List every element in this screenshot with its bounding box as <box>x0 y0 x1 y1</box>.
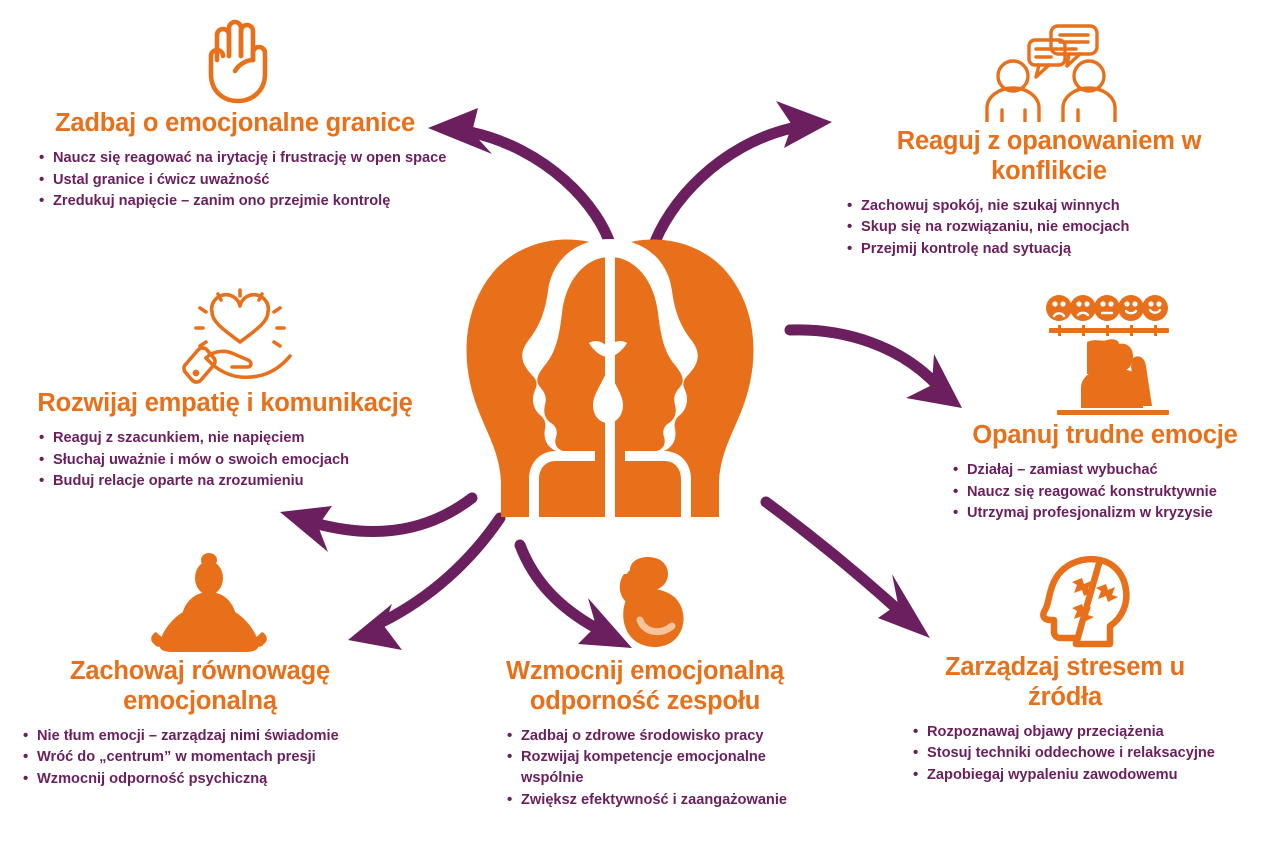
bullet: Stosuj techniki oddechowe i relaksacyjne <box>910 742 1240 764</box>
bullet: Zwiększ efektywność i zaangażowanie <box>504 789 810 811</box>
section-title: Wzmocnij emocjonalną odporność zespołu <box>506 657 784 715</box>
meditating-person-icon <box>151 553 267 652</box>
section-bullets: Reaguj z szacunkiem, nie napięciem Słuch… <box>36 427 450 492</box>
section-title: Zachowaj równowagę emocjonalną <box>70 657 330 715</box>
bullet: Rozwijaj kompetencje emocjonalne wspólni… <box>504 746 810 788</box>
two-people-speech-bubbles-icon <box>985 24 1117 124</box>
bullet: Zadbaj o zdrowe środowisko pracy <box>504 725 810 747</box>
section-bullets: Naucz się reagować na irytację i frustra… <box>36 147 470 212</box>
bullet: Rozpoznawaj objawy przeciążenia <box>910 721 1240 743</box>
section-title: Rozwijaj empatię i komunikację <box>37 389 413 417</box>
emotion-scale-person-icon <box>1046 295 1169 415</box>
section-icon-wrap <box>0 12 470 109</box>
section-title: Reaguj z opanowaniem w konflikcie <box>896 127 1202 185</box>
section-konflikt: Reaguj z opanowaniem w konflikcie Zachow… <box>818 18 1280 261</box>
bullet: Reaguj z szacunkiem, nie napięciem <box>36 427 450 449</box>
bullet: Nie tłum emocji – zarządzaj nimi świadom… <box>20 725 400 747</box>
section-icon-wrap <box>0 552 400 657</box>
section-icon-wrap <box>818 18 1280 127</box>
head-puzzle-icon <box>1040 555 1130 648</box>
bullet: Wróć do „centrum” w momentach presji <box>20 746 400 768</box>
bullet: Przejmij kontrolę nad sytuacją <box>844 238 1280 260</box>
section-bullets: Zachowuj spokój, nie szukaj winnych Skup… <box>844 195 1280 260</box>
section-rownowaga: Zachowaj równowagę emocjonalną Nie tłum … <box>0 552 400 791</box>
bullet: Naucz się reagować na irytację i frustra… <box>36 147 470 169</box>
section-empatia: Rozwijaj empatię i komunikację Reaguj z … <box>0 288 450 493</box>
section-opanuj: Opanuj trudne emocje Działaj – zamiast w… <box>930 292 1280 525</box>
section-icon-wrap <box>480 556 810 657</box>
bullet: Zachowuj spokój, nie szukaj winnych <box>844 195 1280 217</box>
bullet: Zredukuj napięcie – zanim ono przejmie k… <box>36 190 470 212</box>
section-title: Zadbaj o emocjonalne granice <box>55 109 415 137</box>
section-bullets: Rozpoznawaj objawy przeciążenia Stosuj t… <box>910 721 1240 786</box>
section-icon-wrap <box>0 288 450 389</box>
hand-holding-heart-icon <box>182 288 292 384</box>
section-icon-wrap <box>930 292 1280 421</box>
stop-hand-icon <box>208 19 268 104</box>
arrow-to-konflikt <box>646 101 832 256</box>
two-facing-heads-with-teardrop-icon <box>466 239 754 525</box>
bullet: Utrzymaj profesjonalizm w kryzysie <box>950 502 1280 524</box>
bullet: Buduj relacje oparte na zrozumieniu <box>36 470 450 492</box>
section-title: Zarządzaj stresem u źródła <box>945 653 1185 711</box>
bullet: Wzmocnij odporność psychiczną <box>20 768 400 790</box>
section-stres: Zarządzaj stresem u źródła Rozpoznawaj o… <box>890 552 1240 787</box>
flexed-bicep-icon <box>619 557 684 648</box>
bullet: Zapobiegaj wypaleniu zawodowemu <box>910 764 1240 786</box>
section-title: Opanuj trudne emocje <box>972 421 1238 449</box>
bullet: Działaj – zamiast wybuchać <box>950 459 1280 481</box>
bullet: Słuchaj uważnie i mów o swoich emocjach <box>36 449 450 471</box>
bullet: Naucz się reagować konstruktywnie <box>950 481 1280 503</box>
center-two-heads-graphic <box>455 235 765 535</box>
bullet: Skup się na rozwiązaniu, nie emocjach <box>844 216 1280 238</box>
section-bullets: Nie tłum emocji – zarządzaj nimi świadom… <box>20 725 400 790</box>
section-bullets: Działaj – zamiast wybuchać Naucz się rea… <box>950 459 1280 524</box>
section-bullets: Zadbaj o zdrowe środowisko pracy Rozwija… <box>504 725 810 811</box>
section-odpornosc: Wzmocnij emocjonalną odporność zespołu Z… <box>480 556 810 812</box>
section-icon-wrap <box>890 552 1240 653</box>
arrow-to-empatia <box>280 492 478 552</box>
bullet: Ustal granice i ćwicz uważność <box>36 169 470 191</box>
section-granice: Zadbaj o emocjonalne granice Naucz się r… <box>0 12 470 213</box>
